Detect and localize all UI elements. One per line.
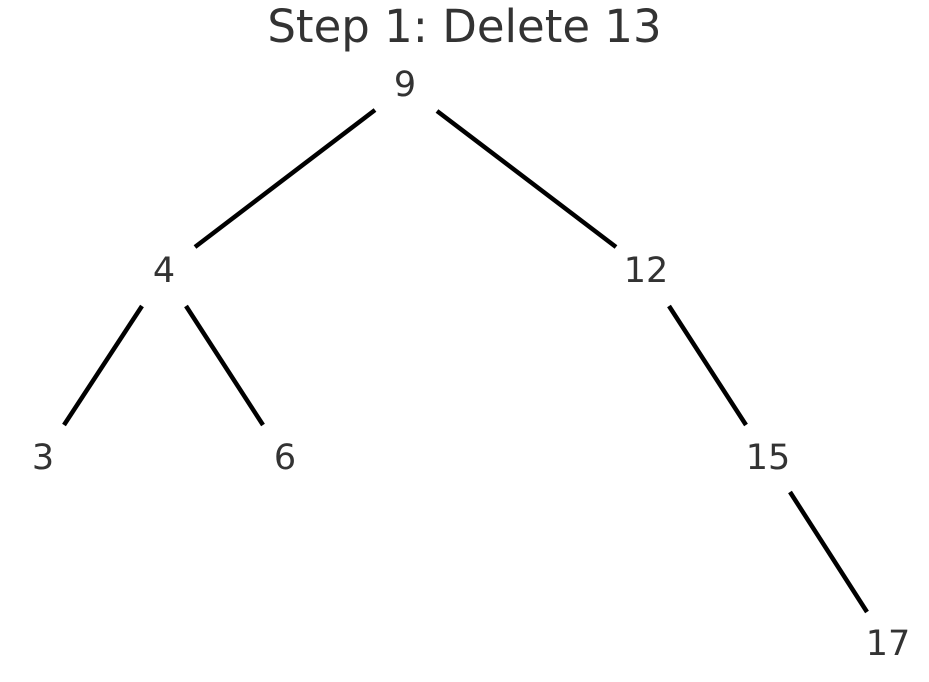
diagram-title: Step 1: Delete 13 bbox=[267, 0, 662, 53]
edge-9-12 bbox=[435, 109, 618, 249]
edge-4-6 bbox=[184, 304, 265, 427]
tree-node: 3 bbox=[32, 438, 54, 478]
tree-node: 6 bbox=[274, 438, 296, 478]
tree-nodes: 9 4 12 3 6 15 17 bbox=[32, 65, 910, 664]
tree-node: 17 bbox=[866, 624, 911, 664]
edge-9-4 bbox=[193, 108, 377, 249]
tree-node: 4 bbox=[153, 251, 175, 291]
tree-node: 9 bbox=[394, 65, 416, 105]
tree-node: 12 bbox=[624, 251, 669, 291]
tree-edges bbox=[62, 108, 869, 614]
edge-15-17 bbox=[788, 490, 869, 614]
edge-12-15 bbox=[667, 304, 748, 427]
tree-node: 15 bbox=[746, 438, 791, 478]
edge-4-3 bbox=[62, 304, 144, 427]
